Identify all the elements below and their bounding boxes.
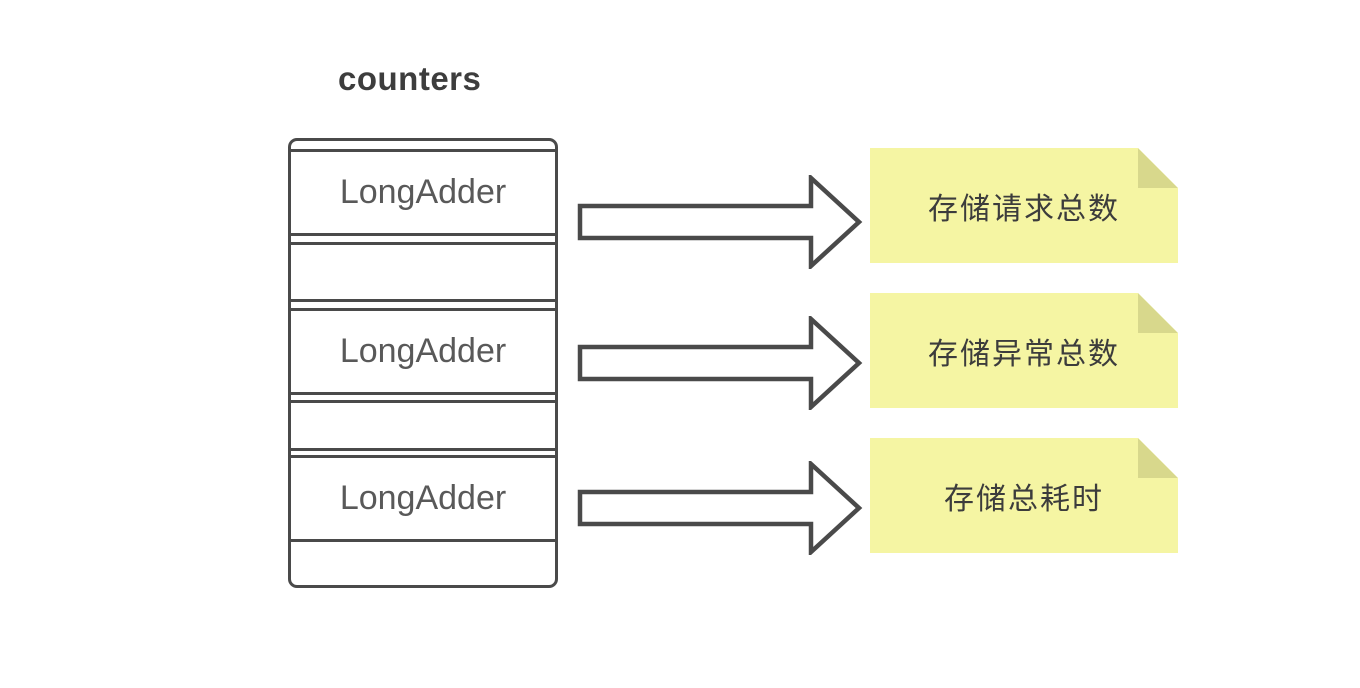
sticky-note-storage-requests: 存储请求总数 xyxy=(870,148,1178,263)
arrow-right-icon xyxy=(577,175,863,269)
sticky-note-label: 存储异常总数 xyxy=(928,337,1120,371)
longadder-label-1: LongAdder xyxy=(339,173,507,211)
diagram-title: counters xyxy=(338,60,482,97)
stack-row-longadder-1: LongAdder xyxy=(291,149,555,236)
stack-row-empty-1 xyxy=(291,242,555,302)
sticky-note-storage-exceptions: 存储异常总数 xyxy=(870,293,1178,408)
stack-row-longadder-2: LongAdder xyxy=(291,308,555,395)
arrow-right-icon xyxy=(577,461,863,555)
arrow-right-icon xyxy=(577,316,863,410)
sticky-note-label: 存储请求总数 xyxy=(928,192,1120,226)
longadder-label-2: LongAdder xyxy=(339,332,507,370)
stack-row-longadder-3: LongAdder xyxy=(291,455,555,542)
sticky-note-storage-total-time: 存储总耗时 xyxy=(870,438,1178,553)
counters-stack: LongAdder LongAdder LongAdder xyxy=(288,138,558,588)
stack-row-empty-2 xyxy=(291,400,555,451)
longadder-label-3: LongAdder xyxy=(339,479,507,517)
sticky-note-label: 存储总耗时 xyxy=(944,482,1104,516)
